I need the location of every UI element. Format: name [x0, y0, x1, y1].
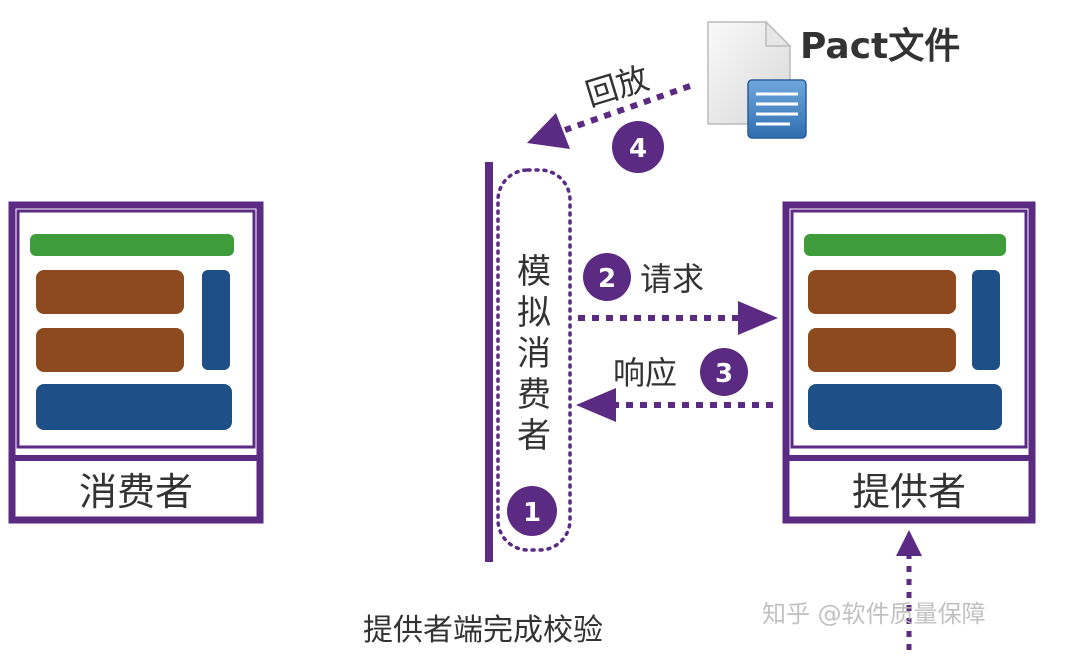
replay-label: 回放 — [581, 59, 653, 114]
consumer-bar-green — [30, 234, 234, 256]
replay-arrow-head — [527, 113, 570, 149]
bottom-arrow-head — [896, 530, 922, 556]
mock-consumer-char-5: 者 — [517, 416, 551, 456]
mock-consumer-char-1: 模 — [517, 252, 551, 292]
mock-consumer-char-2: 拟 — [517, 293, 551, 333]
consumer-bar-brown-1 — [36, 270, 184, 314]
watermark: 知乎 @软件质量保障 — [762, 600, 986, 628]
response-arrow: 响应 3 — [576, 348, 776, 422]
consumer-label: 消费者 — [79, 470, 193, 514]
request-label: 请求 — [640, 260, 704, 298]
pact-file: Pact文件 — [707, 20, 960, 139]
consumer-frame — [8, 201, 264, 524]
consumer-bar-blue-bottom — [36, 384, 232, 430]
response-arrow-head — [576, 388, 616, 422]
provider-bar-blue-bottom — [808, 384, 1002, 430]
request-arrow-head — [738, 301, 778, 335]
step-2-badge — [583, 253, 631, 301]
document-icon — [707, 20, 807, 139]
mock-consumer: 模 拟 消 费 者 1 — [485, 162, 572, 562]
mock-consumer-capsule — [496, 168, 572, 552]
provider-block: 提供者 — [782, 201, 1036, 524]
mock-consumer-char-4: 费 — [517, 375, 551, 415]
provider-bar-brown-2 — [808, 328, 956, 372]
diagram-caption: 提供者端完成校验 — [363, 613, 603, 648]
step-3-badge — [700, 348, 748, 396]
step-2-number: 2 — [598, 264, 616, 294]
step-1-badge — [507, 486, 557, 536]
step-3-number: 3 — [715, 359, 733, 389]
consumer-bar-blue-side — [202, 270, 230, 370]
step-4-number: 4 — [629, 134, 647, 164]
provider-frame — [782, 201, 1036, 524]
provider-label: 提供者 — [852, 470, 966, 514]
pact-file-label: Pact文件 — [800, 26, 960, 67]
mock-consumer-char-3: 消 — [517, 334, 551, 374]
bottom-arrow — [896, 530, 922, 650]
step-1-number: 1 — [523, 498, 541, 528]
step-4-badge — [612, 121, 664, 173]
replay-arrow: 回放 4 — [527, 59, 691, 173]
provider-bar-brown-1 — [808, 270, 956, 314]
provider-bar-blue-side — [972, 270, 1000, 370]
consumer-block: 消费者 — [8, 201, 264, 524]
provider-bar-green — [804, 234, 1006, 256]
response-label: 响应 — [613, 354, 677, 392]
consumer-bar-brown-2 — [36, 328, 184, 372]
request-arrow: 2 请求 — [578, 253, 778, 335]
